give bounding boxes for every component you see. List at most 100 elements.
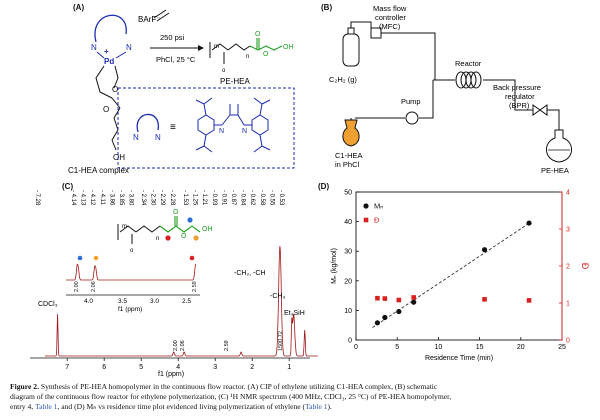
inset-tick-30: 3.0 xyxy=(150,298,159,305)
caption-line3-c: ). xyxy=(327,402,332,412)
y-tick-50: 50 xyxy=(344,190,352,197)
series-0-point-2 xyxy=(396,308,402,315)
bpr-label-1: Back pressure xyxy=(493,83,541,92)
main-tick-3: 3 xyxy=(213,364,217,371)
feed-label-1: C1-HEA xyxy=(335,151,363,160)
peak-label-left-0: - 7.28 xyxy=(34,190,40,206)
y2-tick-0: 0 xyxy=(566,338,570,345)
gas-cylinder-icon xyxy=(342,33,360,67)
bpr-label-3: (BPR) xyxy=(509,101,530,110)
product-carbonyl-o: O xyxy=(255,31,261,38)
peak-label-g2-0: - 2.34 xyxy=(140,190,146,206)
pump-icon xyxy=(405,111,419,125)
ch3-label: -CH₃ xyxy=(270,293,285,300)
table-1-link-2[interactable]: Table 1 xyxy=(305,402,328,412)
trend-line xyxy=(372,221,531,328)
peak-label-g3-2: - 1.21 xyxy=(201,190,207,206)
caption-line3-a: entry 4, xyxy=(10,402,35,412)
peak-label-g1-4: - 3.86 xyxy=(108,190,114,206)
legend-marker-1 xyxy=(363,217,369,223)
peak-label-g3-1: - 1.25 xyxy=(192,190,198,206)
main-tick-6: 6 xyxy=(102,364,106,371)
x-tick-25: 25 xyxy=(558,344,566,351)
panel-a: (A) BArF⁻ N N + Pd O O OH C1-HEA complex xyxy=(0,0,300,178)
nmr-inset: 4.0 3.5 3.0 2.5 f1 (ppm) 2.00 2.06 2.59 xyxy=(66,255,200,313)
caption-lead: Figure 2. xyxy=(10,382,39,391)
main-integral-2: 2.06 xyxy=(180,340,186,351)
series-1-point-1 xyxy=(382,296,388,301)
mfc-label-1: Mass flow xyxy=(373,4,407,13)
nmr-main: 76543210 f1 (ppm) CDCl₃ -CH₂, -CH -CH₃ E… xyxy=(30,245,334,378)
struct-oh: OH xyxy=(202,226,213,233)
product-name: PE-HEA xyxy=(220,77,250,86)
series-0-point-1 xyxy=(382,314,388,321)
peak-label-g1-5: - 3.85 xyxy=(118,190,124,206)
legend-label-1: Đ xyxy=(374,216,380,225)
main-tick-5: 5 xyxy=(139,364,143,371)
y-tick-20: 20 xyxy=(344,278,352,285)
peak-label-g3-0: - 1.53 xyxy=(182,190,188,206)
main-tick-2: 2 xyxy=(250,364,254,371)
main-integral-4: 1500.72 xyxy=(278,331,284,351)
product-oh: OH xyxy=(283,44,294,51)
panel-b: (B) C₂H₂ (g) Mass flow controller (MFC) … xyxy=(315,0,600,178)
reactor-label: Reactor xyxy=(455,59,482,68)
ligand-equivalence: ≡ xyxy=(170,122,176,133)
x-tick-0: 0 xyxy=(354,344,358,351)
product-n-subscript: n xyxy=(246,54,249,60)
y-tick-10: 10 xyxy=(344,308,352,315)
solvent-temp-condition: PhCl, 25 °C xyxy=(156,55,196,64)
solvent-label: CDCl₃ xyxy=(38,301,58,308)
main-axis-label: f1 (ppm) xyxy=(158,371,184,378)
n-right-atom: N xyxy=(126,43,132,52)
ch2-ch-label: -CH₂, -CH xyxy=(234,270,266,277)
gas-label: C₂H₂ (g) xyxy=(329,75,357,84)
hydroxyl-label: OH xyxy=(113,153,125,162)
struct-carbonyl-o: O xyxy=(173,209,179,216)
legend-marker-0 xyxy=(363,203,369,209)
peak-label-g2-3: - 2.28 xyxy=(169,190,175,206)
mfc-label-3: (MFC) xyxy=(379,22,401,31)
peak-label-g3-6: - 0.84 xyxy=(240,190,246,206)
y2-tick-4: 4 xyxy=(566,190,570,197)
peak-label-g1-3: - 4.11 xyxy=(99,190,105,206)
catalyst-scheme: BArF⁻ N N + Pd O O OH C1-HEA complex 25 xyxy=(68,9,295,175)
mfc-label-2: controller xyxy=(375,13,406,22)
series-0-point-3 xyxy=(411,299,417,305)
peak-label-g3-10: - 0.53 xyxy=(278,190,284,206)
inset-integral-2: 2.06 xyxy=(91,281,97,292)
product-m-subscript: m xyxy=(214,44,219,50)
inset-blue-marker xyxy=(77,255,83,261)
y-tick-40: 40 xyxy=(344,219,352,226)
nmr-spectrum: - 7.28- 4.14- 4.13- 4.12- 4.11- 3.86- 3.… xyxy=(30,190,334,378)
series-1-point-5 xyxy=(526,298,532,303)
peak-label-g1-6: - 3.80 xyxy=(128,190,134,206)
caption-line2: diagram of the continuous flow reactor f… xyxy=(10,392,452,402)
ligand-n-right: N xyxy=(155,133,161,142)
peak-label-g2-2: - 2.29 xyxy=(159,190,165,206)
feed-flask-icon xyxy=(342,119,360,147)
peak-label-g3-5: - 0.87 xyxy=(230,190,236,206)
pressure-condition: 250 psi xyxy=(160,33,185,42)
nmr-structure xyxy=(117,224,161,244)
feed-label-2: in PhCl xyxy=(335,160,360,169)
caption-line3-b: , and (D) Mₙ vs residence time plot evid… xyxy=(57,402,306,412)
main-tick-7: 7 xyxy=(65,364,69,371)
y-tick-0: 0 xyxy=(348,338,352,345)
main-integral-1: 2.00 xyxy=(173,340,179,351)
ligand-n-left: N xyxy=(133,133,139,142)
y2-axis-label: Đ xyxy=(580,263,590,270)
n-left-atom: N xyxy=(91,43,97,52)
complex-name: C1-HEA complex xyxy=(68,166,129,175)
legend-label-0: Mₙ xyxy=(374,202,383,211)
reaction-arrow-head xyxy=(198,45,204,51)
peak-label-g3-3: - 0.93 xyxy=(211,190,217,206)
series-1-point-4 xyxy=(482,297,487,302)
y2-tick-2: 2 xyxy=(566,264,570,271)
panel-c-label: (C) xyxy=(62,182,74,191)
panel-a-label: (A) xyxy=(73,3,85,12)
table-1-link[interactable]: Table 1 xyxy=(34,402,58,412)
struct-m: m xyxy=(122,224,127,230)
main-integral-3: 2.59 xyxy=(224,340,230,351)
